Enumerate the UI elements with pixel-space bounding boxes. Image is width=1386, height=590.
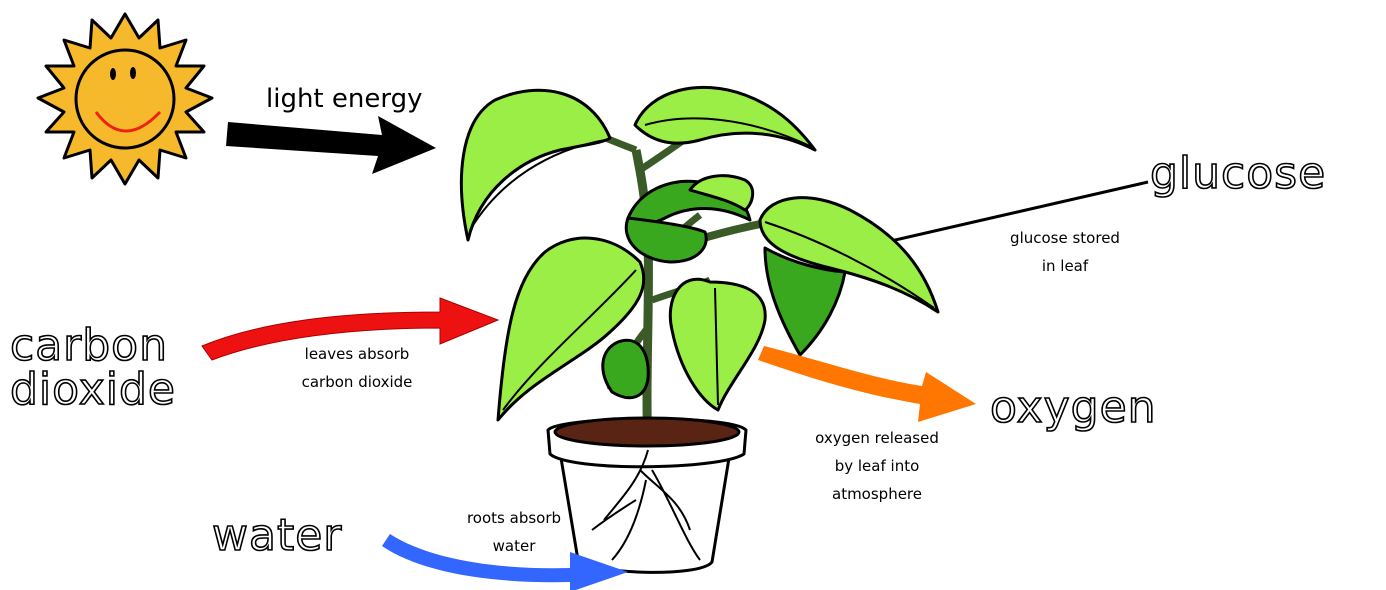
oxygen-note: oxygen released by leaf into atmosphere [798,424,956,508]
glucose-note-line-1: glucose stored [992,224,1138,252]
water-label: water [212,514,342,558]
oxygen-label: oxygen [990,386,1157,430]
oxygen-arrow [758,346,976,422]
co2-note: leaves absorb carbon dioxide [282,340,432,396]
plant-icon [461,87,938,450]
water-note: roots absorb water [444,504,584,560]
glucose-label: glucose [1150,152,1326,196]
glucose-note: glucose stored in leaf [992,224,1138,280]
co2-note-line-1: leaves absorb [282,340,432,368]
co2-note-line-2: carbon dioxide [282,368,432,396]
carbon-dioxide-line-1: carbon [10,324,176,368]
water-note-line-2: water [444,532,584,560]
water-note-line-1: roots absorb [444,504,584,532]
carbon-dioxide-line-2: dioxide [10,368,176,412]
oxygen-note-line-1: oxygen released [798,424,956,452]
glucose-note-line-2: in leaf [992,252,1138,280]
light-energy-arrow [226,116,436,174]
sun-icon [38,14,212,184]
carbon-dioxide-label: carbon dioxide [10,324,176,412]
light-energy-label: light energy [266,84,422,114]
oxygen-note-line-3: atmosphere [798,480,956,508]
oxygen-note-line-2: by leaf into [798,452,956,480]
